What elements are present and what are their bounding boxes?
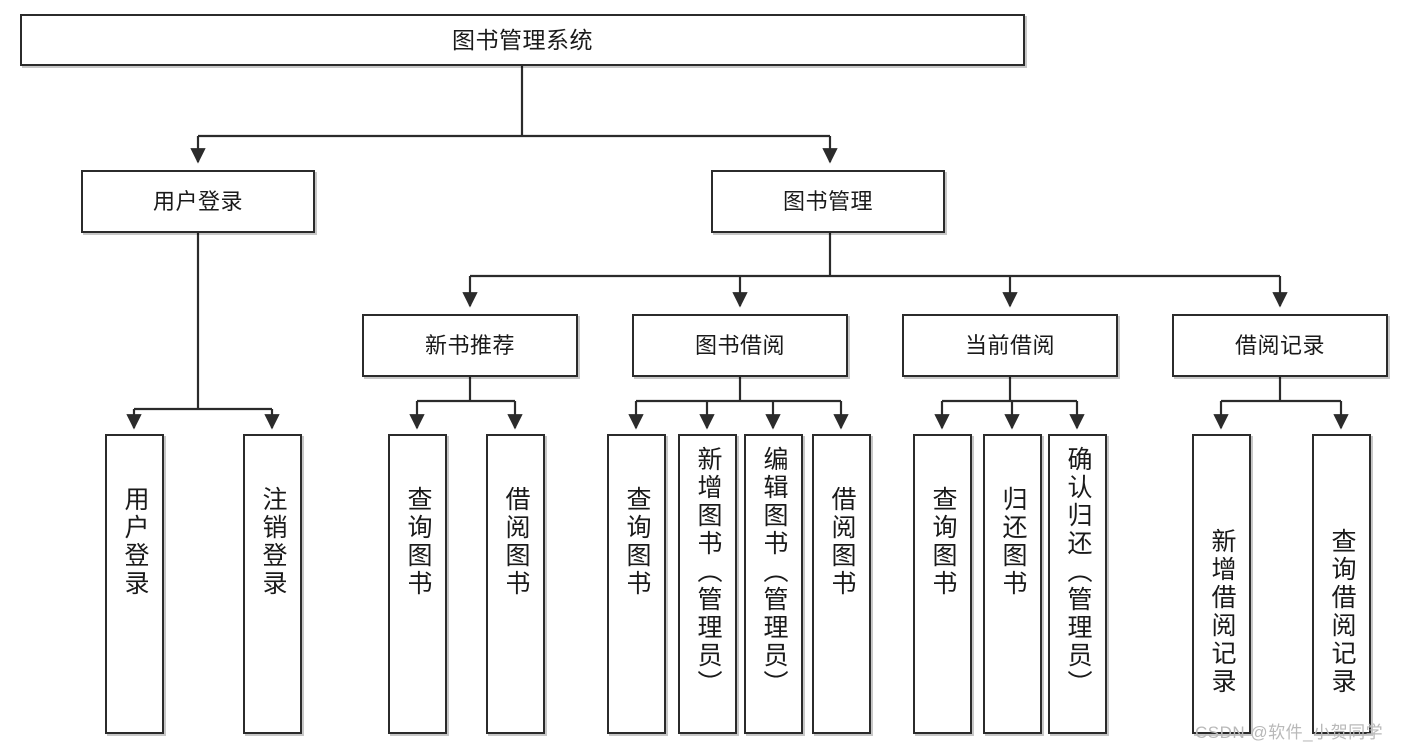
node-label: 新增借阅记录: [1208, 528, 1236, 696]
node-borrow-record[interactable]: 借阅记录: [1172, 314, 1388, 377]
node-user-login[interactable]: 用户登录: [81, 170, 315, 233]
node-label: 用户登录: [121, 486, 149, 598]
node-leaf-add-record[interactable]: 新增借阅记录: [1192, 434, 1251, 734]
node-label: 当前借阅: [964, 332, 1055, 358]
node-label: 借阅图书: [828, 486, 856, 598]
node-label: 用户登录: [152, 188, 243, 214]
node-label: 借阅记录: [1234, 332, 1325, 358]
node-leaf-borrow-book-2[interactable]: 借阅图书: [812, 434, 871, 734]
node-leaf-query-book-3[interactable]: 查询图书: [913, 434, 972, 734]
node-label: 图书借阅: [694, 332, 785, 358]
node-label: 归还图书: [999, 486, 1027, 598]
node-root[interactable]: 图书管理系统: [20, 14, 1025, 66]
node-new-book-recommend[interactable]: 新书推荐: [362, 314, 578, 377]
node-book-manage[interactable]: 图书管理: [711, 170, 945, 233]
node-leaf-query-book-2[interactable]: 查询图书: [607, 434, 666, 734]
node-label: 编辑图书（管理员）: [760, 446, 788, 698]
node-book-borrow[interactable]: 图书借阅: [632, 314, 848, 377]
node-label: 图书管理: [782, 188, 873, 214]
node-leaf-borrow-book-1[interactable]: 借阅图书: [486, 434, 545, 734]
node-leaf-return-book[interactable]: 归还图书: [983, 434, 1042, 734]
node-leaf-logout[interactable]: 注销登录: [243, 434, 302, 734]
node-leaf-query-record[interactable]: 查询借阅记录: [1312, 434, 1371, 734]
node-label: 查询图书: [929, 486, 957, 598]
node-leaf-user-login[interactable]: 用户登录: [105, 434, 164, 734]
node-label: 注销登录: [259, 486, 287, 598]
node-label: 确认归还（管理员）: [1064, 446, 1092, 698]
node-label: 新书推荐: [424, 332, 515, 358]
node-label: 新增图书（管理员）: [694, 446, 722, 698]
node-label: 借阅图书: [502, 486, 530, 598]
node-label: 图书管理系统: [452, 26, 593, 53]
watermark-text: CSDN @软件_小贺同学: [1195, 723, 1384, 742]
node-leaf-query-book-1[interactable]: 查询图书: [388, 434, 447, 734]
node-label: 查询图书: [404, 486, 432, 598]
node-leaf-confirm-return[interactable]: 确认归还（管理员）: [1048, 434, 1107, 734]
node-label: 查询借阅记录: [1328, 528, 1356, 696]
node-leaf-add-book[interactable]: 新增图书（管理员）: [678, 434, 737, 734]
node-leaf-edit-book[interactable]: 编辑图书（管理员）: [744, 434, 803, 734]
node-current-borrow[interactable]: 当前借阅: [902, 314, 1118, 377]
node-label: 查询图书: [623, 486, 651, 598]
